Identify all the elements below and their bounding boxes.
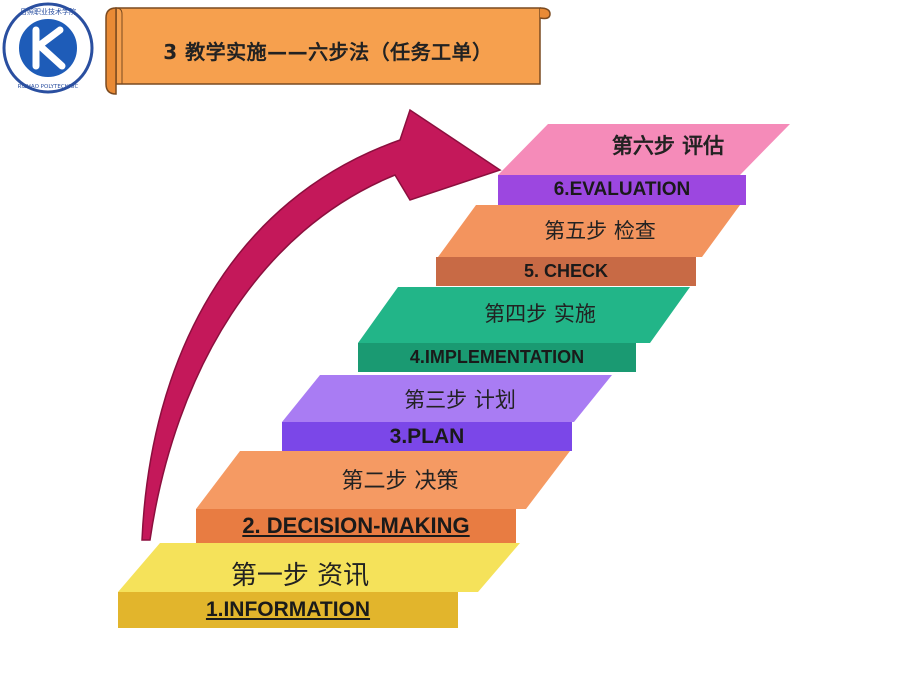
- step-6-tread: [498, 124, 790, 175]
- step-4-band: [358, 343, 636, 372]
- step-2-tread: [196, 451, 570, 509]
- page-title: 3 教学实施——六步法（任务工单）: [163, 39, 493, 64]
- arrow-icon: [141, 108, 502, 541]
- step-6-en-label: 6.EVALUATION: [553, 179, 691, 200]
- step-4-zh-label: 第四步 实施: [484, 302, 596, 326]
- step-5-tread: [438, 205, 740, 257]
- step-4-tread: [358, 287, 690, 343]
- logo-text-top: 日照职业技术学院: [20, 7, 76, 16]
- step-1-band: [118, 592, 458, 628]
- step-4-en-label: 4.IMPLEMENTATION: [409, 347, 585, 367]
- step-2-en-label: 2. DECISION-MAKING: [242, 513, 470, 538]
- step-6-zh-label: 第六步 评估: [611, 133, 725, 158]
- step-3-en-label: 3.PLAN: [389, 424, 465, 448]
- step-2-zh-label: 第二步 决策: [341, 469, 459, 494]
- step-2-band: [196, 509, 516, 543]
- step-3-tread: [282, 375, 612, 422]
- step-1-zh-label: 第一步 资讯: [230, 560, 370, 591]
- step-1-tread: [118, 543, 520, 592]
- title-banner: [105, 7, 551, 95]
- logo-text-bottom: RIZHAO POLYTECHNIC: [18, 84, 79, 90]
- step-3-zh-label: 第三步 计划: [404, 388, 516, 412]
- step-6-band: [498, 175, 746, 205]
- step-5-zh-label: 第五步 检查: [544, 219, 656, 243]
- step-5-en-label: 5. CHECK: [523, 261, 608, 281]
- step-1-en-label: 1.INFORMATION: [205, 598, 371, 621]
- step-5-band: [436, 257, 696, 286]
- step-3-band: [282, 422, 572, 451]
- school-logo-icon: 日照职业技术学院 RIZHAO POLYTECHNIC: [2, 2, 94, 94]
